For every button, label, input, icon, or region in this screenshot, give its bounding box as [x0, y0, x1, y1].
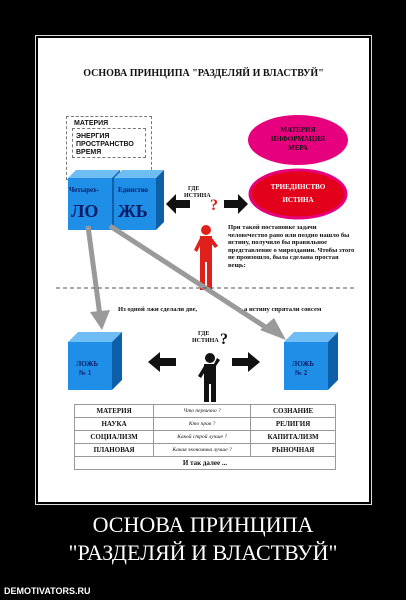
lie-cubes-bottom: ?: [68, 331, 338, 402]
ellipse-top-line1: МАТЕРИЯ: [280, 126, 316, 134]
cube1-tag: Четырех-: [69, 186, 99, 194]
concept-cell: МАТЕРИЯ: [73, 404, 155, 418]
question-cell: Что первично ?: [153, 404, 252, 418]
concept-cell: СОЦИАЛИЗМ: [73, 430, 155, 444]
diagram-panel: ОСНОВА ПРИНЦИПА "РАЗДЕЛЯЙ И ВЛАСТВУЙ" МА…: [38, 38, 369, 502]
truth-ellipses: [248, 115, 348, 220]
question-cell: Кто прав ?: [153, 417, 252, 431]
lie2-number: № 2: [295, 369, 308, 377]
explanation-text: При такой постановке задачи человечество…: [228, 224, 355, 269]
cube2-tag: Единство: [118, 186, 149, 194]
cube2-letters: ЖЬ: [118, 201, 148, 221]
middle-left-text: Из одной лжи сделали две,: [118, 306, 198, 313]
item-matter: МАТЕРИЯ: [74, 120, 109, 127]
poster-frame: [35, 35, 372, 505]
where-truth-top-2: ИСТИНА: [184, 193, 211, 199]
cube1-letters: ЛО: [71, 201, 99, 221]
inner-dashbox: [72, 128, 146, 158]
where-truth-bottom-2: ИСТИНА: [192, 338, 219, 344]
poster-caption-line2: "РАЗДЕЛЯЙ И ВЛАСТВУЙ": [68, 540, 338, 565]
concept-cell: НАУКА: [73, 417, 155, 431]
item-space: ПРОСТРАНСТВО: [76, 141, 134, 148]
where-truth-bottom-1: ГДЕ: [198, 331, 210, 337]
concept-cell: РЕЛИГИЯ: [250, 417, 336, 431]
lie2-label: ЛОЖЬ: [292, 360, 315, 368]
concept-cell: СОЗНАНИЕ: [250, 404, 336, 418]
ellipse-top-line2: ИНФОРМАЦИЯ: [270, 135, 326, 143]
table-footer: И так далее ...: [74, 456, 336, 470]
site-label: DEMOTIVATORS.RU: [4, 586, 91, 596]
concept-cell: КАПИТАЛИЗМ: [250, 430, 336, 444]
question-cell: Какой строй лучше ?: [153, 430, 252, 444]
concept-cell: РЫНОЧНАЯ: [250, 443, 336, 457]
lie1-label: ЛОЖЬ: [76, 360, 99, 368]
where-truth-top-1: ГДЕ: [188, 186, 200, 192]
item-energy: ЭНЕРГИЯ: [76, 133, 110, 140]
ellipse-top-line3: МЕРА: [288, 144, 308, 152]
lie-cubes: [68, 170, 164, 230]
svg-text:?: ?: [210, 197, 218, 214]
lie1-number: № 1: [79, 369, 92, 377]
diagram-title: ОСНОВА ПРИНЦИПА "РАЗДЕЛЯЙ И ВЛАСТВУЙ": [83, 68, 324, 79]
concept-cell: ПЛАНОВАЯ: [73, 443, 155, 457]
poster-caption-line1: ОСНОВА ПРИНЦИПА: [92, 512, 314, 537]
question-cell: Какая экономика лучше ?: [153, 443, 252, 457]
ellipse-bottom-line2: ИСТИНА: [282, 196, 314, 204]
ellipse-bottom-line1: ТРИЕДИНСТВО: [270, 183, 326, 191]
top-arrows-figure: ?: [166, 194, 248, 290]
item-time: ВРЕМЯ: [76, 149, 102, 156]
middle-right-text: а истину спрятали совсем: [244, 306, 322, 313]
svg-text:?: ?: [220, 331, 228, 348]
gray-arrows: [56, 223, 356, 340]
